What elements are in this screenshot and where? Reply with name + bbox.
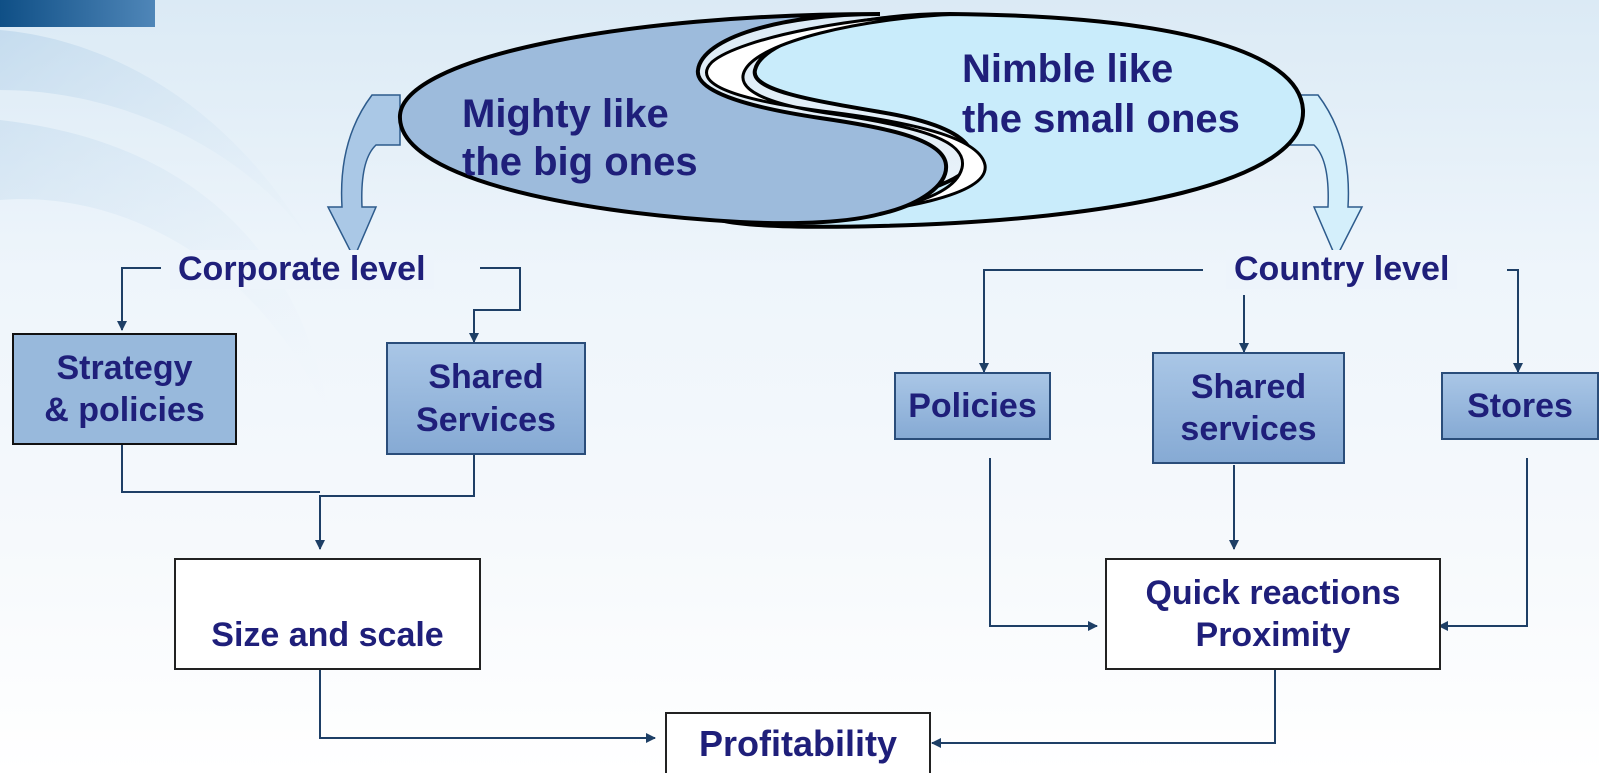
policies-label: Policies <box>908 386 1037 425</box>
country-shared-line1: Shared <box>1190 367 1307 406</box>
oval-right-text: Nimble like the small ones <box>962 44 1240 144</box>
connector-to-size <box>315 455 475 550</box>
country-shared-line2: services <box>1180 410 1317 448</box>
connector-corp-to-shared <box>469 267 521 343</box>
curved-arrow-left <box>326 94 401 260</box>
size-and-scale-label: Size and scale <box>211 615 444 654</box>
connector-size-to-profit <box>319 668 656 743</box>
oval-left-line1: Mighty like <box>462 92 669 136</box>
stores-box: Stores <box>1441 372 1599 440</box>
swoosh-shape <box>0 120 330 420</box>
corner-bar <box>0 0 155 27</box>
connector-strategy-down <box>121 445 320 493</box>
strategy-policies-box: Strategy & policies <box>12 333 237 445</box>
oval-left-line2: the big ones <box>462 140 698 184</box>
size-and-scale-box: Size and scale <box>174 558 481 670</box>
curved-arrow-right <box>1289 94 1364 260</box>
quick-reactions-box: Quick reactions Proximity <box>1105 558 1441 670</box>
quick-line2: Proximity <box>1195 616 1351 654</box>
corp-shared-line2: Services <box>416 400 556 439</box>
country-level-heading: Country level <box>1226 250 1458 289</box>
connector-country-to-stores <box>1507 269 1523 373</box>
profitability-label: Profitability <box>698 723 898 764</box>
connector-quick-to-profit <box>931 670 1276 748</box>
oval-left-text: Mighty like the big ones <box>462 90 698 186</box>
connector-corp-to-strategy <box>117 267 161 331</box>
oval-right-line2: the small ones <box>962 97 1240 141</box>
corporate-shared-services-box: Shared Services <box>386 342 586 455</box>
strategy-line1: Strategy <box>56 348 193 387</box>
country-shared-services-box: Shared services <box>1152 352 1345 464</box>
corporate-level-heading: Corporate level <box>170 250 434 289</box>
quick-line1: Quick reactions <box>1145 573 1401 612</box>
connector-stores-to-quick <box>1438 458 1528 631</box>
connector-policies-to-quick <box>989 458 1098 631</box>
oval-right-line1: Nimble like <box>962 47 1174 91</box>
oval-left-shape <box>397 12 949 226</box>
strategy-line2: & policies <box>44 391 205 429</box>
swoosh-shape <box>0 30 340 300</box>
corp-shared-line1: Shared <box>428 358 544 396</box>
connector-country-to-policies <box>979 269 1203 373</box>
stores-label: Stores <box>1467 386 1573 425</box>
policies-box: Policies <box>894 372 1051 440</box>
profitability-box: Profitability <box>665 712 931 773</box>
